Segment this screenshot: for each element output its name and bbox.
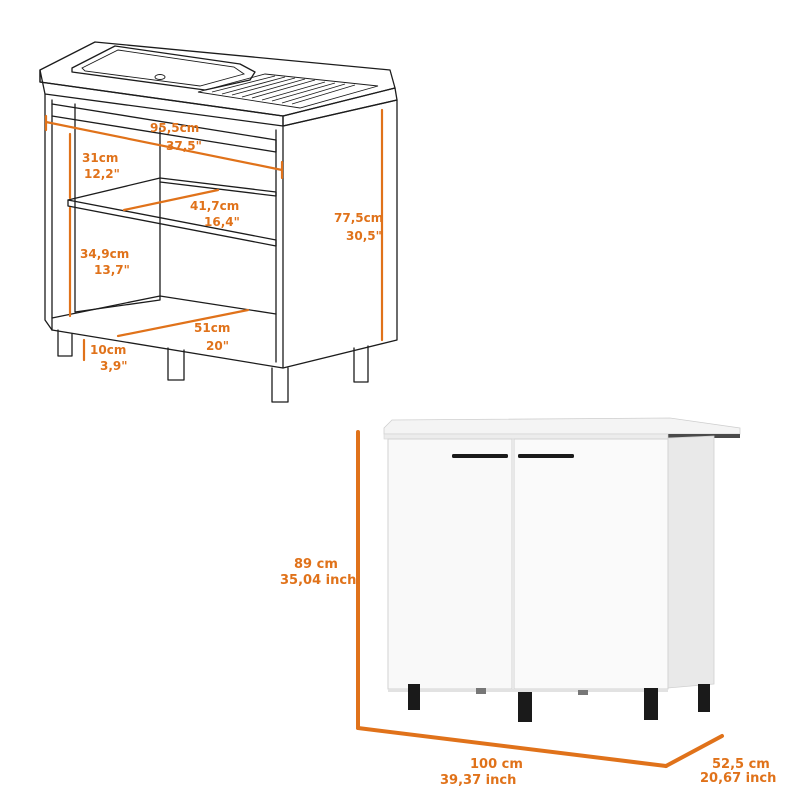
leg-back-right	[698, 684, 710, 712]
sink-drain	[154, 74, 166, 80]
leg-front-middle	[518, 692, 532, 722]
depth-label-in: 20,67 inch	[700, 771, 776, 786]
lower-height-label-cm: 34,9cm	[80, 247, 129, 261]
shelf-depth-label-cm: 41,7cm	[190, 199, 239, 213]
depth-dimension-line	[664, 734, 724, 768]
base-depth-label-in: 20"	[206, 339, 229, 353]
left-panel	[44, 93, 53, 331]
depth-label-cm: 52,5 cm	[712, 757, 770, 772]
top-rail	[51, 103, 277, 153]
lower-height-label-in: 13,7"	[94, 263, 130, 277]
height-label-in: 35,04 inch	[280, 573, 356, 588]
left-door	[387, 438, 513, 690]
leg-back-right	[353, 345, 369, 383]
width-label-cm: 100 cm	[470, 757, 523, 772]
shelf-back	[67, 177, 277, 201]
back-panel	[74, 103, 161, 313]
upper-height-label-cm: 31cm	[82, 151, 118, 165]
leg-front-left	[408, 684, 420, 710]
shelf-depth-label-in: 16,4"	[204, 215, 240, 229]
height-label-cm: 89 cm	[294, 557, 338, 572]
leg-front-middle	[167, 347, 185, 381]
width-label-in: 39,37 inch	[440, 773, 516, 788]
right-door-handle	[518, 454, 574, 458]
countertop-front-edge	[39, 69, 284, 127]
shelf-front	[67, 199, 277, 247]
drainboard	[197, 73, 379, 109]
leg-height-label-cm: 10cm	[90, 343, 126, 357]
leg-front-right	[271, 367, 289, 403]
total-height-label-in: 30,5"	[346, 229, 382, 243]
width-dimension-line	[356, 726, 668, 768]
total-height-label-cm: 77,5cm	[334, 211, 383, 225]
base-depth-dimension-line	[116, 308, 250, 338]
width-dimension-line	[44, 120, 284, 172]
side-panel	[667, 435, 715, 689]
leg-height-label-in: 3,9"	[100, 359, 128, 373]
shelf-depth-dimension-line	[122, 188, 220, 212]
right-door	[513, 438, 669, 690]
sink-outer	[71, 45, 256, 91]
bottom-shelf	[51, 295, 277, 319]
cabinet-line-drawing: 95,5cm 37,5" 31cm 12,2" 41,7cm 16,4" 77,…	[39, 41, 398, 403]
width-label-in: 37,5"	[166, 139, 202, 153]
countertop	[383, 417, 741, 435]
upper-height-label-in: 12,2"	[84, 167, 120, 181]
sink-inner	[81, 49, 246, 87]
leg-front-left	[57, 329, 73, 357]
base-depth-label-cm: 51cm	[194, 321, 230, 335]
left-door-handle	[452, 454, 508, 458]
right-panel	[282, 99, 398, 369]
cabinet-photo-render: 89 cm 35,04 inch 100 cm 39,37 inch 52,5 …	[280, 417, 776, 788]
countertop-top	[39, 41, 396, 117]
countertop-side-edge	[282, 87, 398, 127]
leg-front-right	[644, 688, 658, 720]
width-label-cm: 95,5cm	[150, 121, 199, 135]
